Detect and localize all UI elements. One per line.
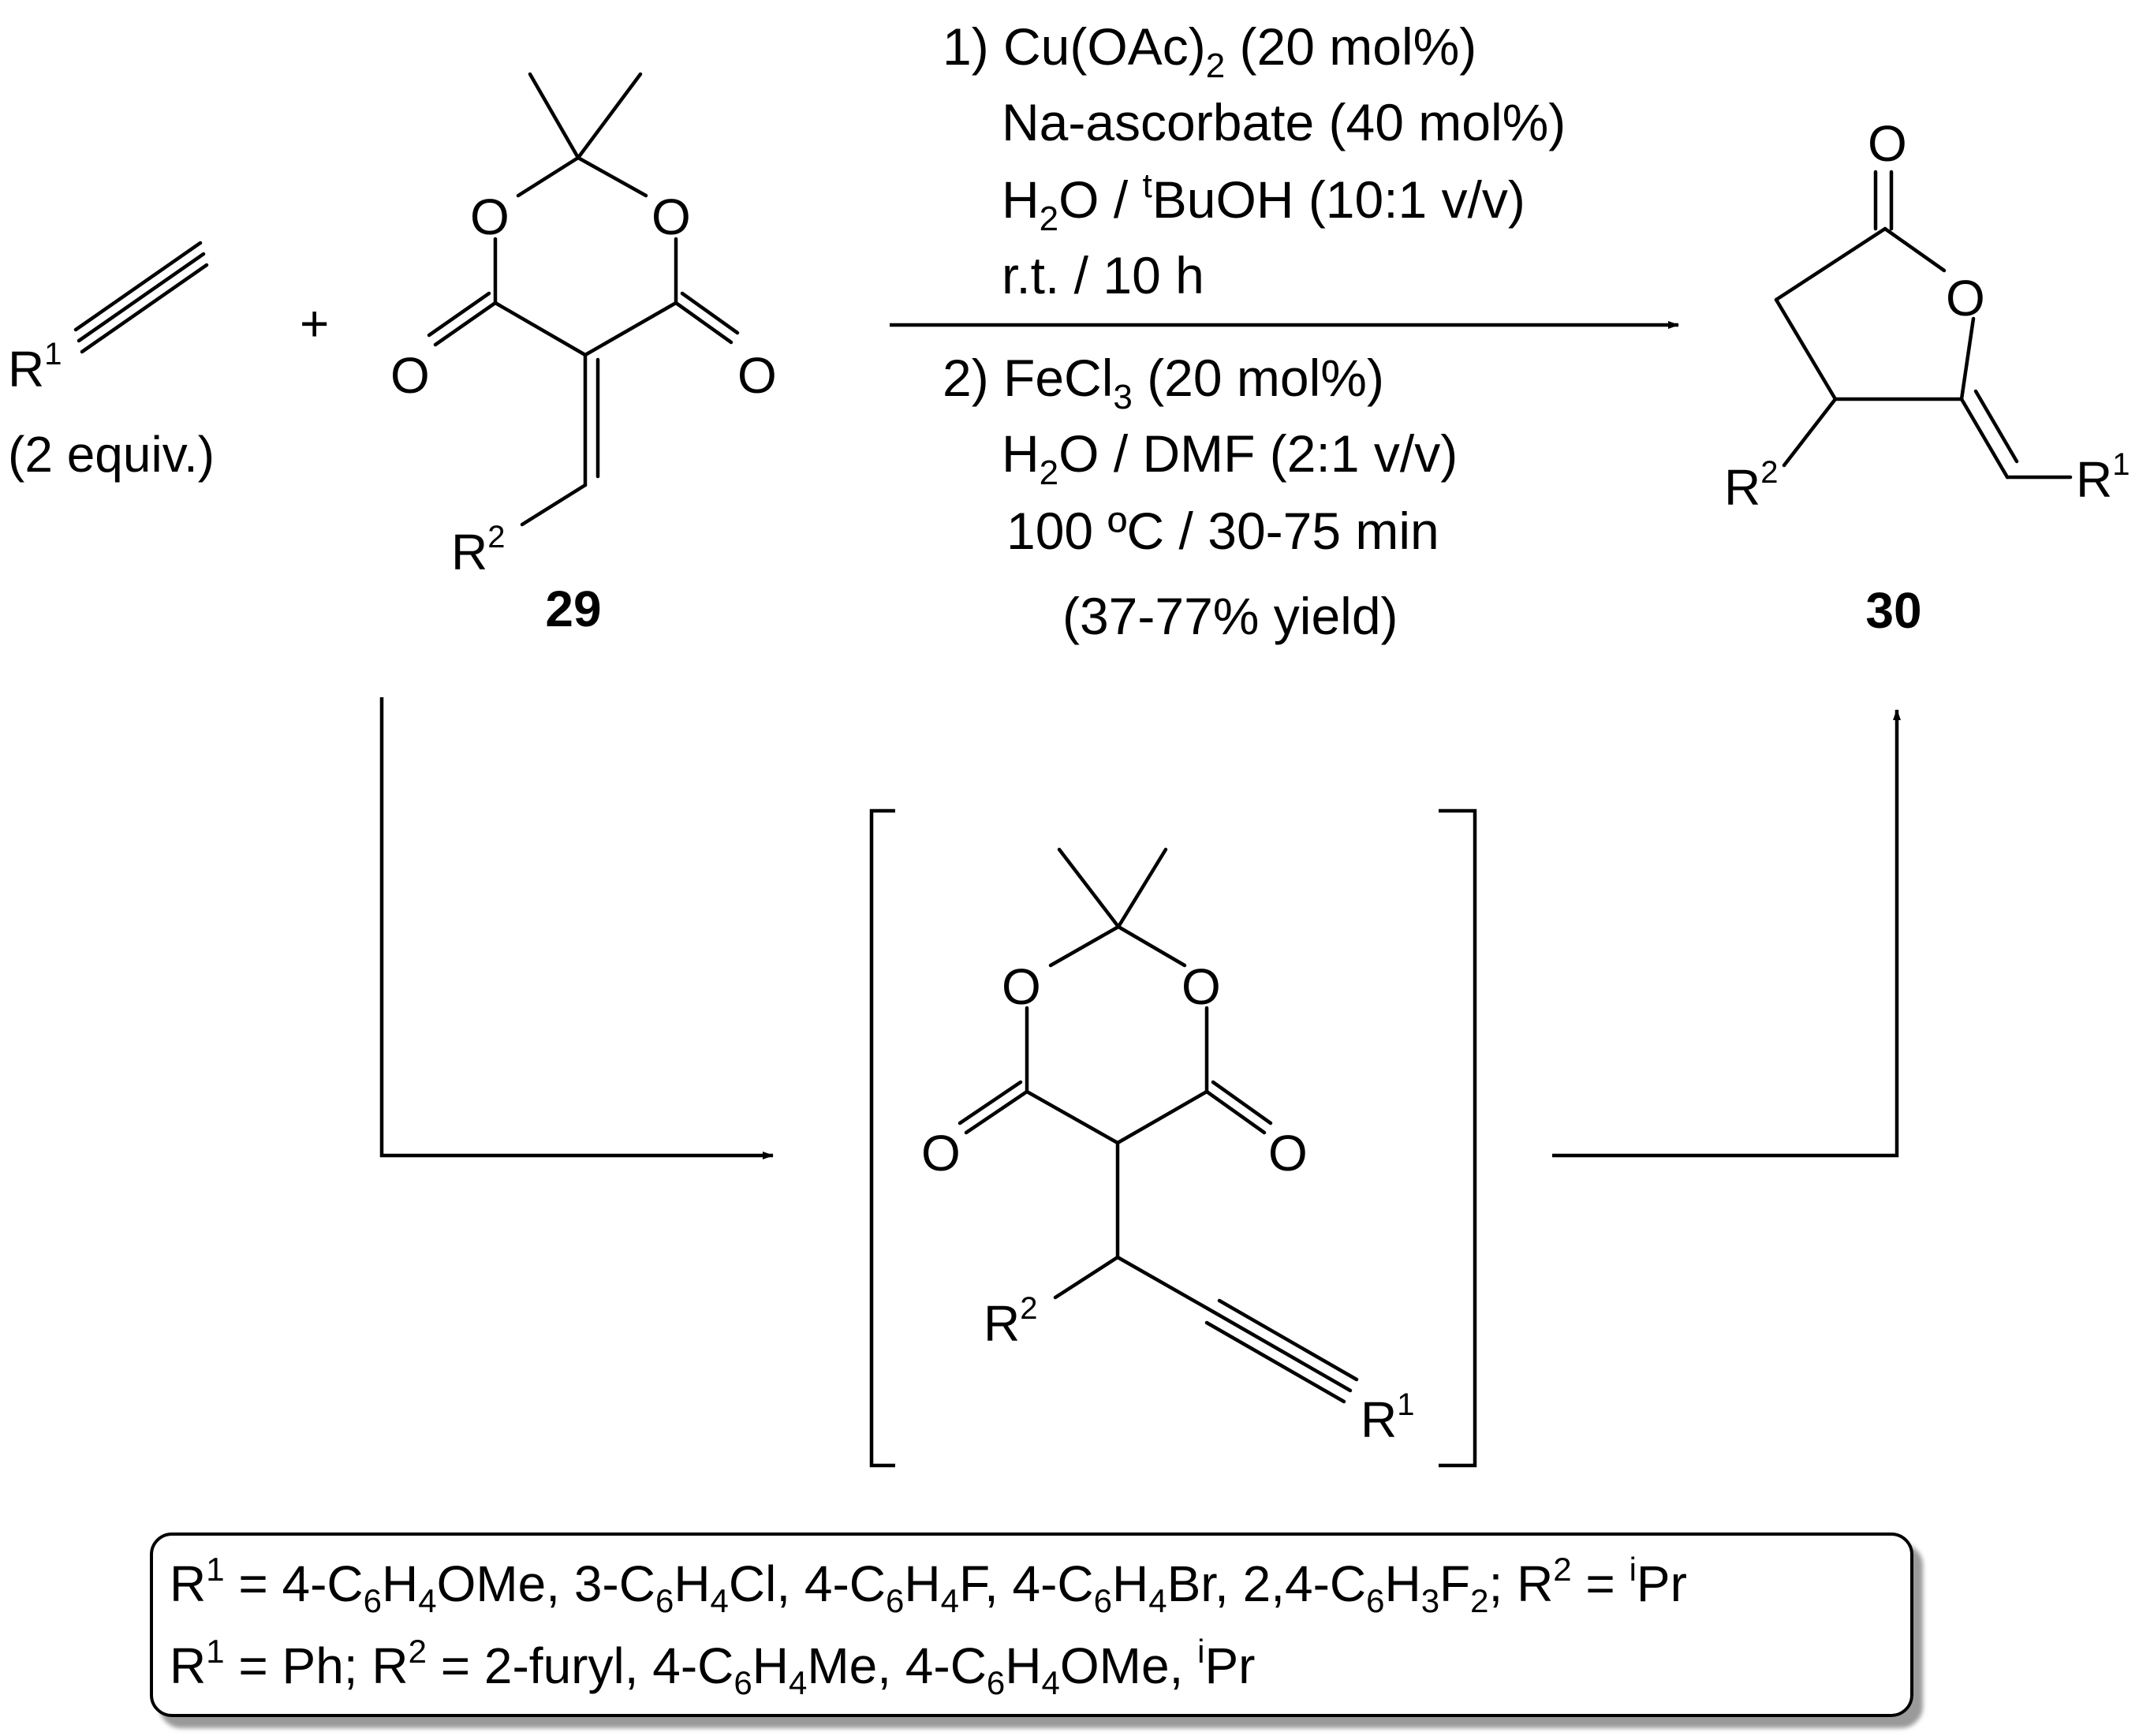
compound-30-ring-oxygen: O: [1946, 270, 1985, 327]
compound-29-number: 29: [545, 581, 601, 637]
condition-step2-yield: (37-77% yield): [1062, 587, 1398, 645]
condition-step1-line4: r.t. / 10 h: [1002, 246, 1204, 304]
compound-30-r1-label: R1: [2076, 447, 2130, 508]
alkyne-r1-label: R1: [8, 337, 62, 398]
intermediate-carbonyl-oxygen-left: O: [921, 1125, 961, 1182]
compound-29-ring-oxygen-left: O: [470, 189, 510, 245]
compound-30-structure: O O R2 R1: [1724, 115, 2130, 516]
condition-step2-line3: 100 ºC / 30-75 min: [1006, 502, 1439, 560]
compound-30-r2-label: R2: [1724, 455, 1778, 516]
alkyne-equiv-label: (2 equiv.): [8, 426, 215, 483]
condition-step2-line1: 2) FeCl3 (20 mol%): [943, 349, 1384, 416]
terminal-alkyne: R1 (2 equiv.): [8, 241, 215, 483]
intermediate-ring-oxygen-right: O: [1181, 958, 1221, 1015]
compound-29-ring-oxygen-right: O: [651, 189, 691, 245]
condition-step1-line1: 1) Cu(OAc)2 (20 mol%): [943, 17, 1476, 85]
substrate-scope-box: [150, 1533, 1913, 1717]
reaction-conditions: 1) Cu(OAc)2 (20 mol%) Na-ascorbate (40 m…: [890, 17, 1679, 645]
compound-30-number: 30: [1865, 582, 1921, 639]
compound-29-r2-label: R2: [451, 520, 505, 581]
intermediate-r1-label: R1: [1361, 1387, 1414, 1448]
plus-sign: +: [300, 295, 329, 352]
condition-step2-line2: H2O / DMF (2:1 v/v): [1002, 424, 1458, 492]
pathway-arrow-to-product: [1552, 709, 1901, 1158]
compound-29-carbonyl-oxygen-right: O: [737, 347, 777, 404]
intermediate-structure: O O O O R2 R1: [921, 847, 1414, 1448]
intermediate-brackets: [869, 808, 1477, 1468]
pathway-arrow-to-intermediate: [379, 697, 774, 1159]
compound-29-carbonyl-oxygen-left: O: [390, 347, 430, 404]
condition-step1-line2: Na-ascorbate (40 mol%): [1002, 93, 1566, 151]
substrate-scope-line1: R1 = 4-C6H4OMe, 3-C6H4Cl, 4-C6H4F, 4-C6H…: [170, 1551, 1687, 1619]
intermediate-r2-label: R2: [984, 1291, 1037, 1352]
compound-30-carbonyl-oxygen: O: [1868, 115, 1907, 172]
intermediate-carbonyl-oxygen-right: O: [1268, 1125, 1308, 1182]
substrate-scope-line2: R1 = Ph; R2 = 2-furyl, 4-C6H4Me, 4-C6H4O…: [170, 1633, 1255, 1701]
intermediate-ring-oxygen-left: O: [1002, 958, 1041, 1015]
compound-29-structure: O O O O R2: [390, 72, 777, 581]
condition-step1-line3: H2O / tBuOH (10:1 v/v): [1002, 166, 1525, 238]
